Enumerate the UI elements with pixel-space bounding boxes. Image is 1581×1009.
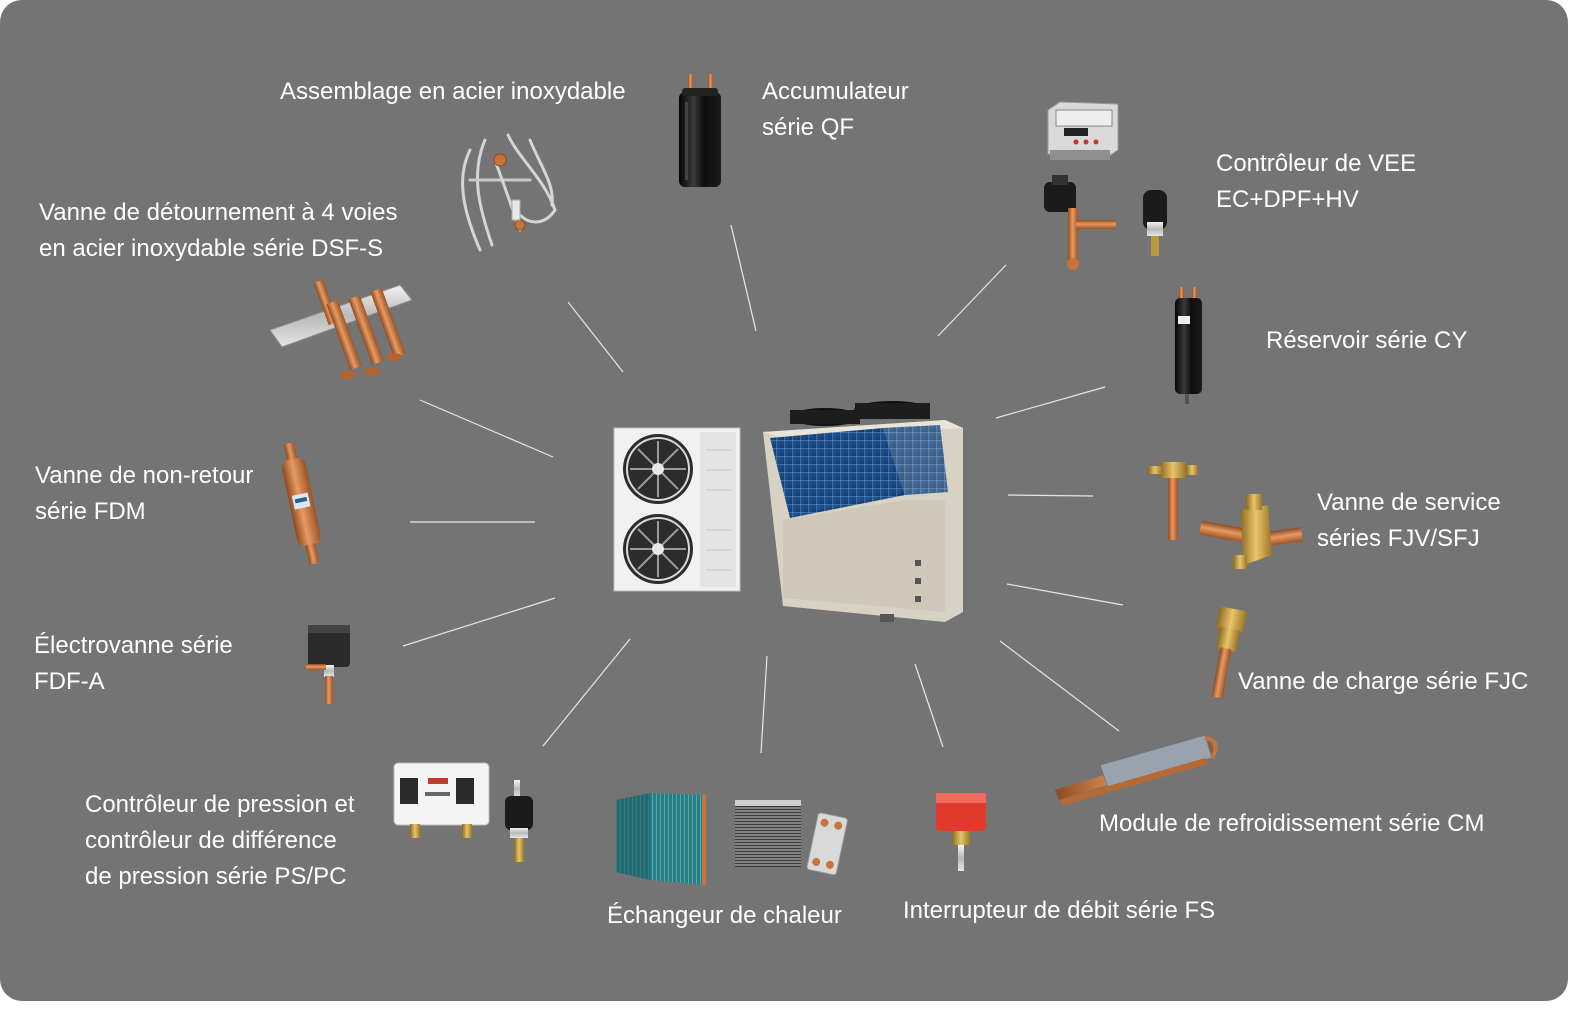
label-service-valve: Vanne de service séries FJV/SFJ [1317, 489, 1501, 552]
charge-valve-icon [1211, 606, 1247, 699]
check-valve-icon [281, 442, 321, 565]
label-check-valve: Vanne de non-retour série FDM [35, 462, 254, 525]
solenoid-valve-icon [306, 625, 350, 704]
service-valve-icon [1148, 462, 1303, 569]
label-reversing-valve: Vanne de détournement à 4 voies en acier… [39, 199, 398, 262]
connector-line [419, 399, 554, 458]
heat-exchanger-icon [616, 793, 848, 885]
connector-line [937, 264, 1007, 337]
connector-line [1006, 583, 1124, 606]
connector-line [542, 638, 631, 747]
eev-controller-icon [1044, 101, 1167, 270]
accumulator-icon [679, 74, 721, 187]
label-charge-valve: Vanne de charge série FJC [1238, 668, 1529, 695]
connector-line [999, 640, 1120, 732]
chiller-unit-icon [763, 401, 963, 622]
label-pressure-controller: Contrôleur de pression et contrôleur de … [85, 791, 355, 890]
connector-line [402, 597, 556, 647]
connector-line [760, 655, 768, 754]
flow-switch-icon [936, 793, 986, 871]
label-receiver: Réservoir série CY [1266, 327, 1468, 354]
pressure-controller-icon [393, 762, 533, 862]
connector-line [567, 301, 624, 373]
connector-line [995, 386, 1106, 419]
connector-line [914, 663, 944, 748]
connector-line [1007, 494, 1094, 497]
receiver-icon [1175, 287, 1202, 404]
cooling-module-icon [1055, 734, 1218, 806]
reversing-valve-icon [269, 279, 413, 379]
label-flow-switch: Interrupteur de débit série FS [903, 897, 1216, 924]
label-stainless-assembly: Assemblage en acier inoxydable [280, 78, 626, 105]
connector-lines [402, 224, 1124, 754]
label-eev-controller: Contrôleur de VEE EC+DPF+HV [1216, 150, 1417, 213]
label-accumulator: Accumulateur série QF [762, 78, 909, 141]
label-solenoid-valve: Électrovanne série FDF-A [34, 632, 233, 695]
label-heat-exchanger: Échangeur de chaleur [607, 902, 842, 929]
outdoor-unit-icon [613, 427, 741, 592]
label-cooling-module: Module de refroidissement série CM [1099, 810, 1485, 837]
stainless-assembly-icon [461, 133, 557, 252]
connector-line [730, 224, 757, 332]
